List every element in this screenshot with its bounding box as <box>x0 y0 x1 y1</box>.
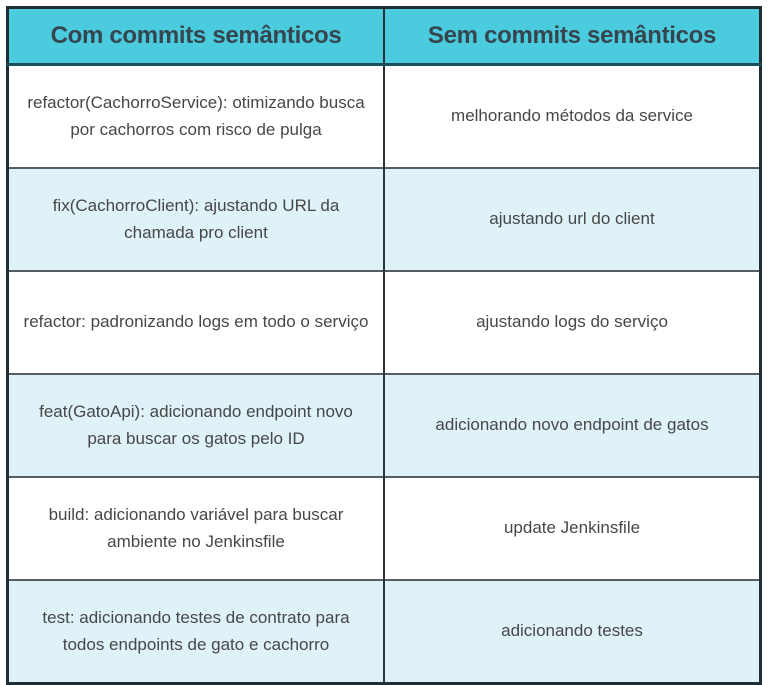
semantic-commit-cell: build: adicionando variável para buscar … <box>7 476 384 580</box>
header-cell-semantic-commits: Com commits semânticos <box>7 7 384 66</box>
plain-commit-cell: update Jenkinsfile <box>383 476 761 580</box>
semantic-commit-cell: fix(CachorroClient): ajustando URL da ch… <box>7 167 384 271</box>
semantic-commit-cell: refactor(CachorroService): otimizando bu… <box>7 64 384 168</box>
table-row: feat(GatoApi): adicionando endpoint novo… <box>7 373 761 477</box>
table-header: Com commits semânticos Sem commits semân… <box>7 7 761 66</box>
plain-commit-cell: ajustando url do client <box>383 167 761 271</box>
semantic-commit-cell: refactor: padronizando logs em todo o se… <box>7 270 384 374</box>
plain-commit-cell: adicionando testes <box>383 579 761 684</box>
semantic-commit-cell: test: adicionando testes de contrato par… <box>7 579 384 684</box>
plain-commit-cell: melhorando métodos da service <box>383 64 761 168</box>
table-body: refactor(CachorroService): otimizando bu… <box>7 64 761 684</box>
semantic-commit-cell: feat(GatoApi): adicionando endpoint novo… <box>7 373 384 477</box>
commits-comparison-table: Com commits semânticos Sem commits semân… <box>6 6 762 685</box>
table-row: fix(CachorroClient): ajustando URL da ch… <box>7 167 761 271</box>
page: Com commits semânticos Sem commits semân… <box>6 6 762 685</box>
table-row: refactor: padronizando logs em todo o se… <box>7 270 761 374</box>
plain-commit-cell: ajustando logs do serviço <box>383 270 761 374</box>
plain-commit-cell: adicionando novo endpoint de gatos <box>383 373 761 477</box>
header-cell-non-semantic-commits: Sem commits semânticos <box>383 7 761 66</box>
table-row: refactor(CachorroService): otimizando bu… <box>7 64 761 168</box>
table-row: build: adicionando variável para buscar … <box>7 476 761 580</box>
header-row: Com commits semânticos Sem commits semân… <box>7 7 761 66</box>
table-row: test: adicionando testes de contrato par… <box>7 579 761 684</box>
